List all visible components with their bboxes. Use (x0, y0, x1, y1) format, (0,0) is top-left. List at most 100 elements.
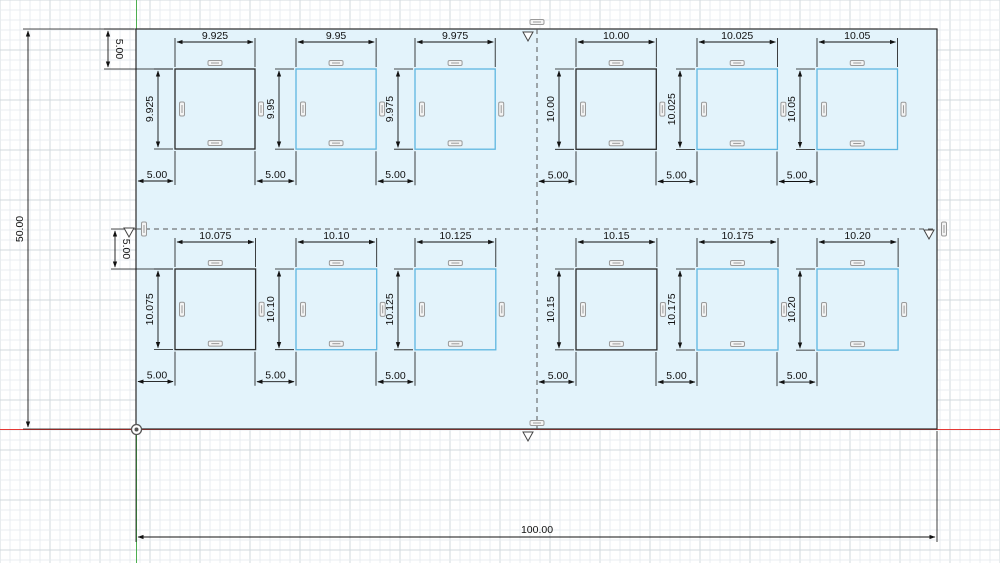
height-dimension-label: 10.20 (786, 296, 798, 322)
horizontal-vertical-constraint-icon (379, 101, 386, 117)
height-dimension-label: 10.00 (545, 96, 557, 122)
midpoint-constraint-icon (522, 431, 534, 443)
horizontal-vertical-constraint-icon (328, 60, 344, 66)
horizontal-vertical-constraint-icon (300, 301, 306, 317)
horizontal-vertical-constraint-icon (498, 101, 505, 117)
overall-width-label: 100.00 (521, 524, 553, 536)
horizontal-vertical-constraint-icon (207, 60, 223, 66)
height-dimension-label: 10.10 (265, 296, 277, 322)
square-cutout[interactable] (295, 268, 378, 351)
horizontal-vertical-constraint-icon (730, 341, 745, 347)
horizontal-vertical-constraint-icon (207, 340, 223, 347)
horizontal-vertical-constraint-icon (780, 101, 787, 117)
gap-dimension-label: 5.00 (147, 169, 168, 181)
square-cutout[interactable] (174, 68, 256, 150)
horizontal-vertical-constraint-icon (300, 101, 306, 117)
horizontal-vertical-constraint-icon (498, 301, 505, 317)
width-dimension-label: 10.00 (603, 30, 629, 42)
horizontal-vertical-constraint-icon (608, 140, 624, 147)
horizontal-vertical-constraint-icon (447, 140, 463, 147)
horizontal-vertical-constraint-icon (580, 301, 586, 317)
horizontal-vertical-constraint-icon (447, 340, 463, 347)
width-dimension-label: 10.15 (603, 230, 629, 242)
width-dimension-label: 10.025 (721, 30, 753, 42)
height-dimension-label: 10.025 (666, 93, 678, 125)
square-cutout[interactable] (414, 268, 497, 351)
height-dimension-label: 9.925 (144, 96, 156, 122)
width-dimension-label: 10.05 (844, 30, 870, 42)
row-offset-dimension-label: 5.00 (113, 39, 125, 60)
horizontal-vertical-constraint-icon (141, 221, 147, 237)
midpoint-constraint-icon (522, 31, 534, 43)
gap-dimension-label: 5.00 (787, 370, 808, 382)
square-cutout[interactable] (816, 268, 899, 351)
width-dimension-label: 10.125 (439, 230, 471, 242)
square-cutout[interactable] (816, 68, 899, 151)
horizontal-vertical-constraint-icon (608, 260, 624, 266)
horizontal-vertical-constraint-icon (328, 340, 344, 347)
horizontal-vertical-constraint-icon (730, 260, 745, 266)
square-cutout[interactable] (295, 68, 377, 150)
square-cutout[interactable] (696, 68, 779, 151)
midpoint-constraint-icon (923, 229, 935, 241)
horizontal-vertical-constraint-icon (207, 260, 223, 266)
gap-dimension-label: 5.00 (787, 170, 808, 182)
horizontal-vertical-constraint-icon (781, 302, 787, 317)
horizontal-vertical-constraint-icon (659, 101, 666, 117)
width-dimension-label: 10.075 (199, 230, 231, 242)
height-dimension-label: 10.15 (545, 296, 557, 322)
height-dimension-label: 10.125 (384, 293, 396, 325)
overall-height-label: 50.00 (14, 216, 26, 242)
midpoint-constraint-icon (123, 227, 135, 239)
square-cutout[interactable] (174, 268, 257, 351)
width-dimension-label: 9.925 (202, 30, 228, 42)
width-dimension-label: 9.95 (326, 30, 347, 42)
gap-dimension-label: 5.00 (666, 169, 687, 181)
horizontal-vertical-constraint-icon (419, 301, 425, 317)
square-cutouts[interactable] (174, 68, 899, 351)
horizontal-vertical-constraint-icon (821, 101, 827, 117)
gap-dimension-label: 5.00 (548, 370, 569, 382)
gap-dimension-label: 5.00 (385, 169, 406, 181)
horizontal-vertical-constraint-icon (701, 101, 707, 117)
constraint-icons (123, 19, 947, 443)
gap-dimension-label: 5.00 (265, 169, 286, 181)
horizontal-vertical-constraint-icon (659, 301, 666, 317)
horizontal-vertical-constraint-icon (179, 301, 185, 317)
height-dimension-label: 9.95 (265, 99, 277, 120)
gap-dimension-label: 5.00 (265, 370, 286, 382)
gap-dimension-label: 5.00 (666, 370, 687, 382)
horizontal-vertical-constraint-icon (729, 140, 745, 147)
gap-dimension-label: 5.00 (385, 370, 406, 382)
horizontal-vertical-constraint-icon (821, 302, 827, 318)
height-dimension-label: 10.05 (786, 96, 798, 122)
horizontal-vertical-constraint-icon (447, 60, 463, 66)
width-dimension-label: 10.10 (323, 230, 349, 242)
dimension-annotations[interactable]: 9.9259.9255.009.959.955.009.9759.9755.00… (14, 28, 938, 542)
row-offset-dimension-label: 5.00 (120, 239, 132, 260)
height-dimension-label: 10.075 (144, 293, 156, 325)
horizontal-vertical-constraint-icon (900, 101, 907, 117)
horizontal-vertical-constraint-icon (379, 301, 386, 317)
horizontal-vertical-constraint-icon (941, 221, 947, 237)
width-dimension-label: 10.20 (844, 230, 870, 242)
horizontal-vertical-constraint-icon (849, 140, 865, 147)
horizontal-vertical-constraint-icon (729, 60, 745, 66)
construction-lines (136, 29, 937, 429)
origin-point-center (134, 427, 139, 432)
horizontal-vertical-constraint-icon (328, 140, 344, 147)
square-cutout[interactable] (575, 68, 657, 150)
horizontal-vertical-constraint-icon (850, 341, 866, 348)
horizontal-vertical-constraint-icon (258, 301, 265, 317)
square-cutout[interactable] (414, 68, 496, 150)
square-cutout[interactable] (575, 268, 658, 351)
height-dimension-label: 10.175 (666, 293, 678, 325)
width-dimension-label: 10.175 (721, 230, 753, 242)
horizontal-vertical-constraint-icon (901, 302, 908, 318)
horizontal-vertical-constraint-icon (328, 260, 344, 266)
horizontal-vertical-constraint-icon (529, 420, 545, 426)
square-cutout[interactable] (696, 268, 779, 351)
horizontal-vertical-constraint-icon (849, 60, 865, 66)
height-dimension-label: 9.975 (384, 96, 396, 122)
